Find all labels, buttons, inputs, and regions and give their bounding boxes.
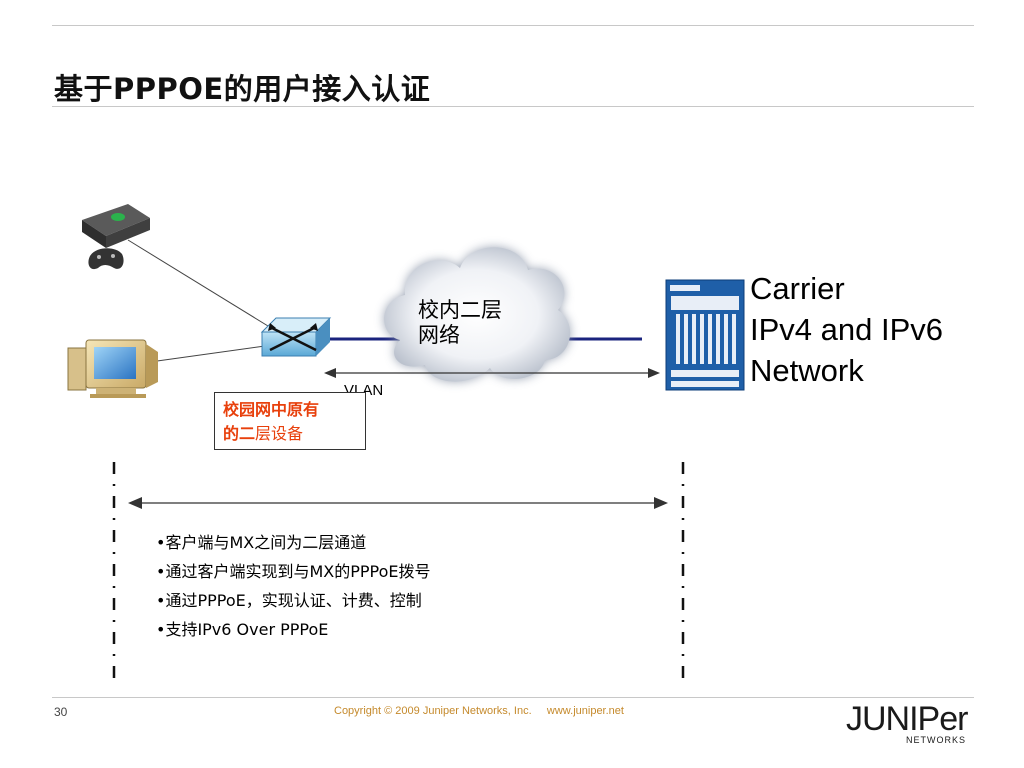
- carrier-network-label: Carrier IPv4 and IPv6 Network: [750, 268, 943, 391]
- cloud-label: 校内二层 网络: [418, 298, 502, 348]
- title-underline: [52, 106, 974, 107]
- original-device-callout: 校园网中原有 的二层设备: [214, 392, 366, 450]
- footer-rule: [52, 697, 974, 698]
- carrier-line3: Network: [750, 353, 864, 388]
- vlan-arrow: [324, 368, 660, 378]
- bullet-item: •客户端与MX之间为二层通道: [156, 533, 367, 552]
- slide-title: 基于PPPOE的用户接入认证: [54, 72, 431, 106]
- cloud-label-line1: 校内二层: [418, 298, 502, 322]
- link-pc-switch: [149, 345, 266, 363]
- switch-icon: [260, 317, 332, 357]
- original-device-line2-rest: 层设备: [255, 424, 304, 443]
- original-device-line2: 的二层设备: [223, 422, 357, 446]
- copyright-text: Copyright © 2009 Juniper Networks, Inc. …: [334, 705, 624, 717]
- carrier-line2: IPv4 and IPv6: [750, 312, 944, 347]
- juniper-logo-sub: NETWORKS: [906, 735, 967, 745]
- scope-arrow: [128, 497, 668, 509]
- bullet-item: •通过PPPoE，实现认证、计费、控制: [156, 591, 422, 610]
- original-device-line1: 校园网中原有: [223, 400, 320, 419]
- router-mx-icon: [665, 279, 745, 391]
- game-console-icon: [82, 204, 150, 270]
- original-device-line2-bold: 的二: [223, 424, 256, 443]
- cloud-label-line2: 网络: [418, 323, 460, 347]
- desktop-computer-icon: [67, 339, 158, 398]
- link-console-switch: [127, 239, 269, 327]
- bullet-item: •支持IPv6 Over PPPoE: [156, 620, 329, 639]
- juniper-logo: JUNIPer: [846, 700, 968, 738]
- page-number: 30: [54, 705, 68, 719]
- cloud-icon: [384, 247, 571, 382]
- top-rule: [52, 25, 974, 26]
- bullet-list: •客户端与MX之间为二层通道 •通过客户端实现到与MX的PPPoE拨号 •通过P…: [156, 528, 430, 644]
- bullet-item: •通过客户端实现到与MX的PPPoE拨号: [156, 562, 431, 581]
- carrier-line1: Carrier: [750, 271, 845, 306]
